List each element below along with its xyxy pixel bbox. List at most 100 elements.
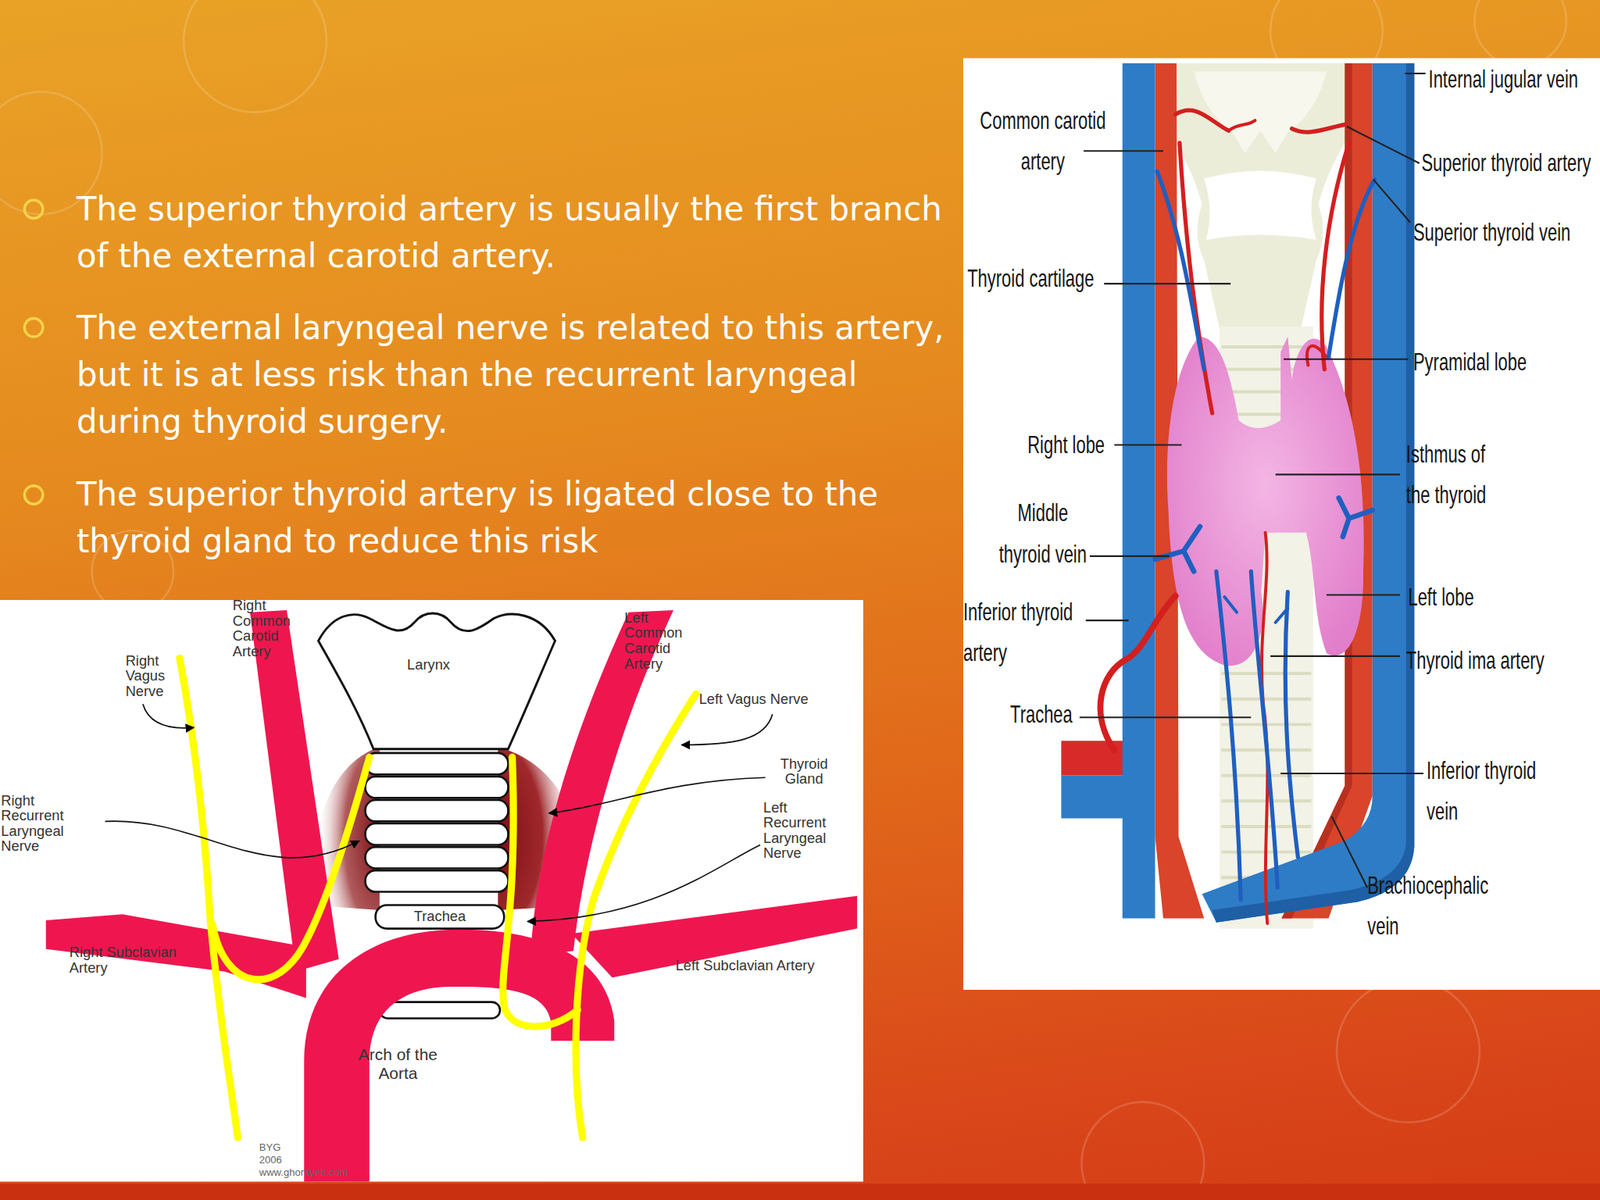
bullet-text: The superior thyroid artery is ligated c… <box>76 470 954 565</box>
thyroid-veins <box>1339 497 1373 537</box>
leader-line <box>1346 126 1420 164</box>
bullet-text: The superior thyroid artery is usually t… <box>76 185 954 280</box>
leader-line <box>1089 555 1170 558</box>
thyroid-arteries <box>1179 142 1213 414</box>
anatomy-label: Right lobe <box>1027 424 1105 465</box>
thyroid-gland <box>1167 336 1365 666</box>
leader-line <box>1270 655 1400 658</box>
trachea-ring <box>365 753 509 775</box>
anatomy-label: Left Subclavian Artery <box>675 957 815 974</box>
anatomy-label: Brachiocephalic vein <box>1367 865 1504 947</box>
bottom-band <box>0 1183 1600 1200</box>
leader-arrow <box>549 777 766 814</box>
anatomy-label: Right Vagus Nerve <box>125 653 183 700</box>
internal-jugular-vein <box>1060 63 1155 919</box>
leader-arrow <box>142 703 194 729</box>
thyroid-illustration <box>963 57 1600 990</box>
thyroid-arteries <box>1307 346 1327 366</box>
background-bokeh <box>1474 0 1567 67</box>
thyroid-veins <box>1157 171 1204 369</box>
anatomy-label: Left Recurrent Laryngeal Nerve <box>763 800 837 861</box>
artery <box>571 896 858 978</box>
leader-line <box>1103 282 1231 285</box>
anatomy-label: Trachea <box>1010 693 1073 735</box>
nerve <box>575 693 697 1138</box>
thyroid-veins <box>1216 571 1241 900</box>
cartilage-notch <box>1203 171 1317 240</box>
trachea-ring <box>375 905 505 929</box>
anatomy-label: Middle thyroid vein <box>992 492 1093 575</box>
thyroid-veins <box>1155 171 1375 900</box>
anatomy-label: Arch of the Aorta <box>346 1046 450 1083</box>
background-bokeh <box>183 0 327 113</box>
leader-arrow <box>105 821 360 858</box>
artery <box>250 610 340 972</box>
anatomy-label: Superior thyroid artery <box>1421 142 1591 184</box>
leader-line <box>1083 150 1164 152</box>
anatomy-label: Left Common Carotid Artery <box>624 610 698 672</box>
leader-arrow <box>681 714 772 745</box>
anatomy-label: Right Subclavian Artery <box>69 944 203 975</box>
bullet-ring <box>24 318 43 338</box>
trachea-ring <box>365 870 509 892</box>
anatomy-label: Left lobe <box>1407 576 1474 618</box>
leader-line <box>1373 179 1411 223</box>
nerve <box>179 657 697 1138</box>
thyroid-arteries <box>1228 120 1256 131</box>
panel-background <box>963 57 1600 990</box>
leader-line <box>1331 816 1368 888</box>
trachea-ring <box>365 776 509 798</box>
larynx-outline <box>318 613 556 750</box>
thyroid-arteries <box>1175 110 1229 131</box>
trachea-ring <box>379 1002 500 1019</box>
anatomy-label: Larynx <box>387 657 469 673</box>
thyroid-veins <box>1328 179 1375 358</box>
panel-background <box>0 600 864 1182</box>
leader-line <box>1283 358 1408 361</box>
leader-line <box>1280 772 1424 775</box>
leader-arrow <box>105 703 773 922</box>
anatomy-label: Thyroid Gland <box>772 756 836 787</box>
bullet-ring <box>24 485 43 505</box>
artery <box>303 929 615 1183</box>
artery <box>46 610 858 1182</box>
anatomy-label: Pyramidal lobe <box>1413 342 1527 383</box>
leader-line <box>1085 619 1129 622</box>
anatomy-label: Thyroid cartilage <box>967 257 1094 299</box>
subclavian-artery <box>1060 740 1133 775</box>
leader-line <box>1326 593 1400 596</box>
leader-arrow <box>527 844 761 922</box>
anatomy-label: Right Common Carotid Artery <box>232 597 307 659</box>
anatomy-label: Superior thyroid vein <box>1413 212 1571 254</box>
anatomy-label: Common carotid artery <box>975 100 1111 182</box>
trachea-ring <box>365 800 509 822</box>
cartilage-highlight <box>1193 71 1327 153</box>
leader-line <box>1079 73 1426 888</box>
leader-line <box>1275 473 1400 475</box>
anatomy-label: Thyroid ima artery <box>1406 639 1545 681</box>
watermark: BYG 2006 www.ghorayeb.com <box>259 1142 306 1179</box>
trachea-ring <box>365 823 509 845</box>
thyroid-veins <box>1224 596 1288 623</box>
nerve <box>212 757 370 980</box>
anatomy-label: Inferior thyroid artery <box>963 592 1089 674</box>
leader-line <box>1114 443 1182 446</box>
artery <box>46 914 307 998</box>
anatomy-label: Trachea <box>399 909 481 925</box>
nerve-illustration <box>0 600 864 1182</box>
background-bokeh <box>1336 979 1480 1123</box>
thyroid-veins <box>1285 592 1298 858</box>
nerve <box>503 757 579 1027</box>
thyroid-arteries <box>1321 142 1350 370</box>
leader-line <box>1079 716 1251 718</box>
nerve <box>179 657 238 1138</box>
anatomy-label: Isthmus of the thyroid <box>1406 433 1500 515</box>
bullet-text: The external laryngeal nerve is related … <box>76 303 954 445</box>
bullet-ring <box>24 200 43 504</box>
anatomy-label: Right Recurrent Laryngeal Nerve <box>0 792 75 854</box>
thyroid-veins <box>1155 526 1200 572</box>
anatomy-label: Inferior thyroid vein <box>1426 750 1552 832</box>
thyroid-arteries <box>1292 124 1346 133</box>
